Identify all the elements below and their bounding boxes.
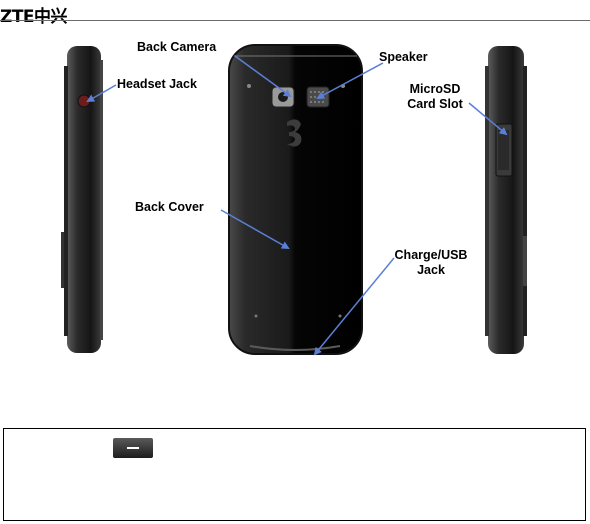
phone-left-side [61,46,103,353]
phone-right-side [485,46,527,354]
label-microsd: MicroSD Card Slot [399,82,471,112]
label-microsd-line1: MicroSD [399,82,471,97]
phone-back [229,45,362,354]
note-box [3,428,586,521]
label-back-camera: Back Camera [137,40,216,55]
label-charge-line2: Jack [388,263,474,278]
label-charge-line1: Charge/USB [388,248,474,263]
minus-key-icon [113,438,153,458]
label-charge-usb: Charge/USB Jack [388,248,474,278]
label-microsd-line2: Card Slot [399,97,471,112]
label-headset-jack: Headset Jack [117,77,197,92]
label-back-cover: Back Cover [135,200,204,215]
label-speaker: Speaker [379,50,428,65]
